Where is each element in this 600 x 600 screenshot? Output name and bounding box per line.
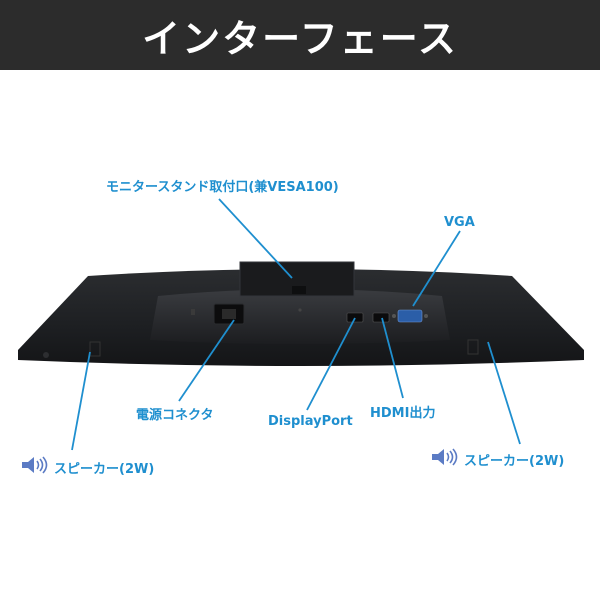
vga-label: VGA bbox=[444, 215, 475, 230]
vga-port bbox=[397, 309, 423, 323]
hdmi-callout-line bbox=[381, 317, 404, 399]
displayport-port bbox=[346, 312, 364, 323]
right-speaker-callout: スピーカー(2W) bbox=[430, 447, 564, 471]
right-speaker-grille bbox=[467, 339, 479, 355]
speaker-icon bbox=[20, 455, 50, 479]
displayport-label: DisplayPort bbox=[268, 414, 353, 429]
right-speaker-label: スピーカー(2W) bbox=[464, 453, 565, 469]
displayport-callout-line bbox=[306, 317, 356, 411]
page-title: インターフェース bbox=[142, 16, 458, 61]
callout-lines bbox=[71, 198, 521, 451]
hdmi-label: HDMI出力 bbox=[370, 406, 436, 421]
vga-callout-line bbox=[412, 230, 461, 307]
stand-mount-label: モニタースタンド取付口(兼VESA100) bbox=[106, 180, 339, 195]
monitor-rear-housing bbox=[150, 289, 450, 344]
stand-callout-line bbox=[218, 198, 293, 279]
left-speaker-grille bbox=[89, 341, 101, 357]
hdmi-port bbox=[372, 312, 390, 323]
left-speaker-callout: スピーカー(2W) bbox=[20, 455, 154, 479]
right-speaker-callout-line bbox=[487, 341, 521, 445]
left-speaker-label: スピーカー(2W) bbox=[54, 461, 155, 477]
power-connector-label: 電源コネクタ bbox=[136, 408, 214, 423]
power-callout-line bbox=[178, 319, 235, 402]
left-speaker-callout-line bbox=[71, 351, 91, 451]
page-title-banner: インターフェース bbox=[0, 0, 600, 70]
speaker-icon bbox=[430, 447, 460, 471]
